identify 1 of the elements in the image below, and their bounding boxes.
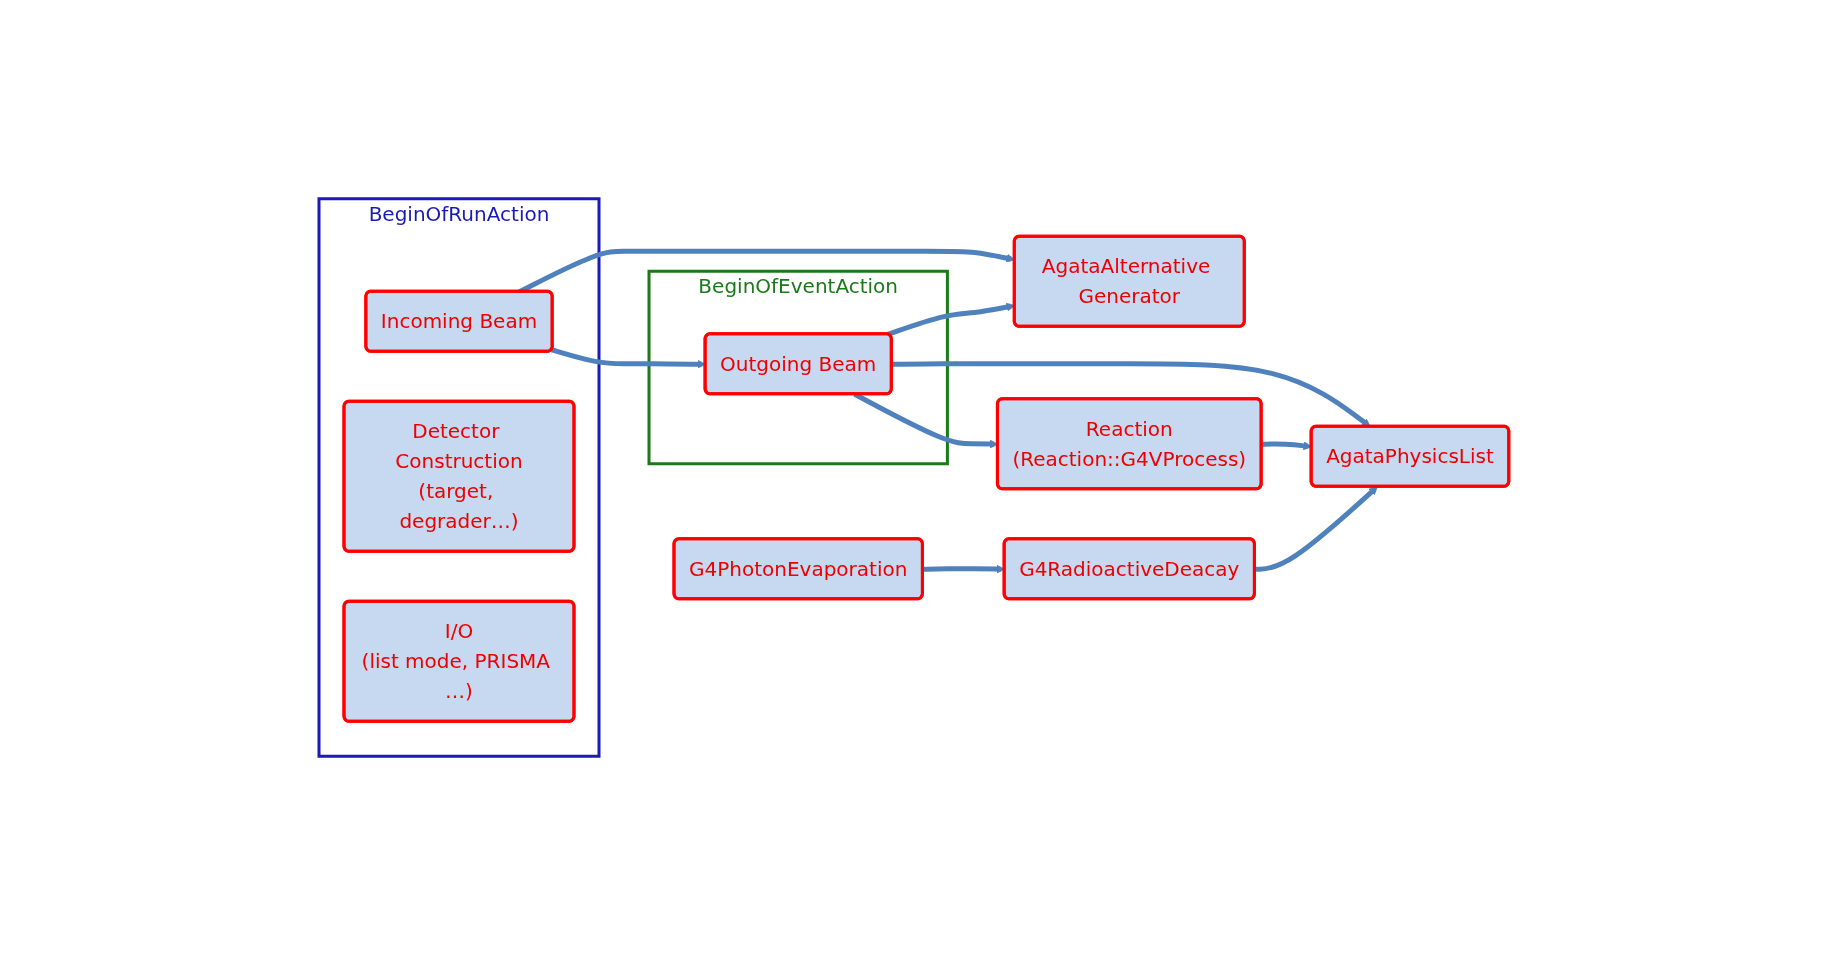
arrow bbox=[1254, 486, 1378, 572]
